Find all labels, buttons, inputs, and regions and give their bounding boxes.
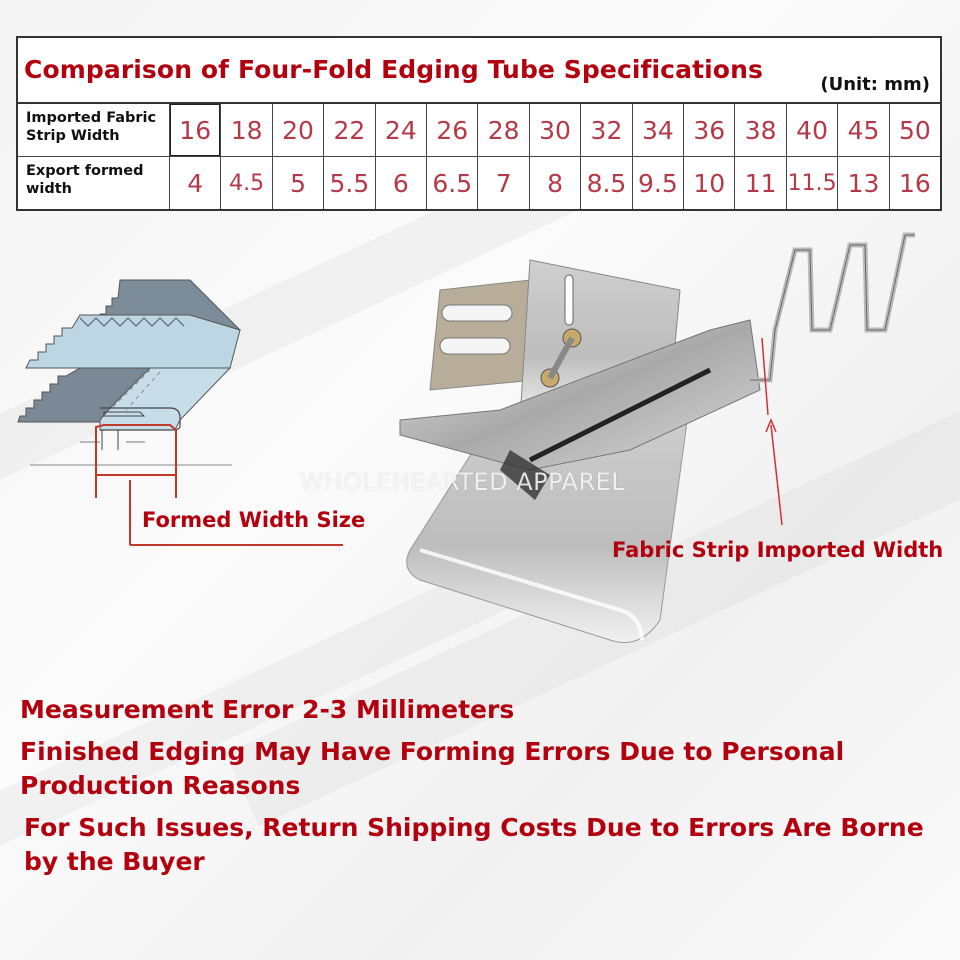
table-cell: 34 — [633, 104, 685, 156]
table-cell: 36 — [684, 104, 736, 156]
table-cell: 6 — [376, 157, 428, 209]
unit-label: (Unit: mm) — [820, 74, 930, 95]
table-cell: 28 — [478, 104, 530, 156]
imported-width-label: Fabric Strip Imported Width — [612, 538, 944, 562]
table-cell: 16 — [898, 168, 931, 198]
row-label-imported: Imported Fabric Strip Width — [18, 104, 170, 156]
table-cell: 18 — [221, 104, 273, 156]
table-title-row: Comparison of Four-Fold Edging Tube Spec… — [18, 38, 940, 104]
table-cell: 24 — [376, 104, 428, 156]
fabric-fold-diagram — [17, 279, 343, 546]
note-forming-errors: Finished Edging May Have Forming Errors … — [20, 737, 845, 800]
table-cell: 20 — [273, 104, 325, 156]
table-cell: 11.5 — [787, 157, 839, 209]
note-return-shipping: For Such Issues, Return Shipping Costs D… — [24, 813, 924, 876]
table-cell: 30 — [530, 104, 582, 156]
formed-width-row: Export formed width 4 4.5 5 5.5 6 6.5 7 … — [18, 157, 940, 209]
row-label-formed: Export formed width — [18, 157, 170, 209]
table-cell: 50 — [898, 115, 931, 145]
notes-section: Measurement Error 2-3 Millimeters Finish… — [20, 693, 940, 879]
table-cell: 6.5 — [427, 157, 479, 209]
imported-width-row: Imported Fabric Strip Width 16 18 20 22 … — [18, 104, 940, 157]
table-cell: 5 — [273, 157, 325, 209]
table-cell: 11 — [735, 157, 787, 209]
edging-tube-illustration — [399, 232, 915, 643]
table-cell: 8 — [530, 157, 582, 209]
table-cell: 22 — [324, 104, 376, 156]
table-cell: 32 — [581, 104, 633, 156]
table-cell: 7 — [478, 157, 530, 209]
specification-table: Comparison of Four-Fold Edging Tube Spec… — [16, 36, 942, 211]
table-cell: 26 — [427, 104, 479, 156]
table-cell: 16 — [170, 104, 222, 156]
table-cell: 45 — [838, 104, 890, 156]
table-cell: 5.5 — [324, 157, 376, 209]
watermark-text: WHOLEHEARTED APPAREL — [300, 468, 626, 496]
table-cell: 38 — [735, 104, 787, 156]
table-cell: 13 — [838, 157, 890, 209]
table-cell: 4 — [170, 157, 222, 209]
table-cell: 40 — [787, 104, 839, 156]
note-measurement-error: Measurement Error 2-3 Millimeters — [20, 695, 515, 724]
formed-width-label: Formed Width Size — [142, 508, 366, 532]
table-cell: 8.5 — [581, 157, 633, 209]
table-cell: 9.5 — [633, 157, 685, 209]
table-title: Comparison of Four-Fold Edging Tube Spec… — [24, 55, 763, 84]
table-cell: 10 — [684, 157, 736, 209]
table-cell: 4.5 — [221, 157, 273, 209]
